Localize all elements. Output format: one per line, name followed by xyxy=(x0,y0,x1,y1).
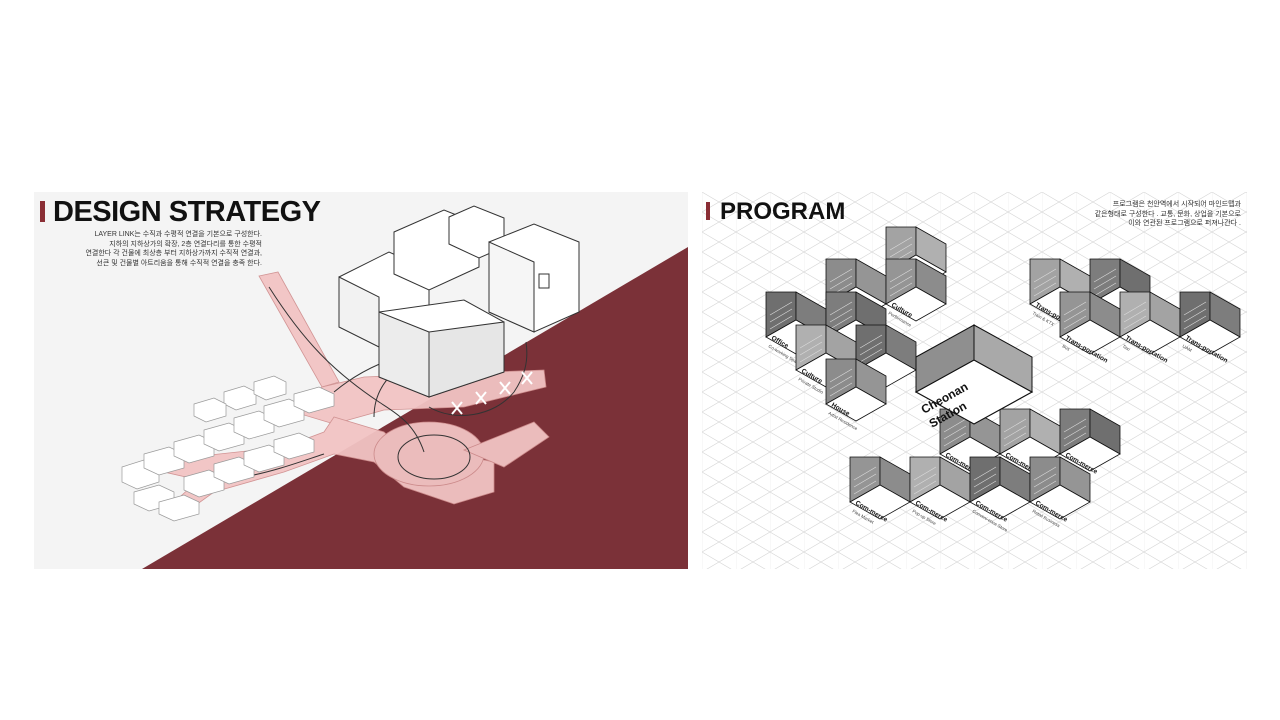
page-title: PROGRAM xyxy=(720,198,846,225)
program-node-sub: Bus xyxy=(1062,344,1072,353)
city-blocks xyxy=(121,375,335,522)
design-strategy-diagram xyxy=(34,192,688,569)
page-title: DESIGN STRATEGY xyxy=(53,196,321,228)
title-accent-bar xyxy=(40,201,45,222)
program-node-sub: UAM xyxy=(1182,344,1193,353)
bridge-markers xyxy=(451,371,533,415)
title-accent-bar xyxy=(706,202,710,220)
center-station-box: Cheonan Station xyxy=(914,324,1034,431)
program-description: 프로그램은 천안역에서 시작되어 마인드맵과 같은형태로 구성한다 . 교통, … xyxy=(1094,201,1241,227)
main-buildings xyxy=(338,205,580,398)
design-strategy-slide: DESIGN STRATEGY LAYER LINK는 수직과 수평적 연결을 … xyxy=(34,192,688,569)
roundabout xyxy=(397,434,471,480)
design-strategy-description: LAYER LINK는 수직과 수평적 연결을 기본으로 구성한다. 지하의 지… xyxy=(85,231,262,267)
program-node-sub: Taxi xyxy=(1122,344,1131,352)
